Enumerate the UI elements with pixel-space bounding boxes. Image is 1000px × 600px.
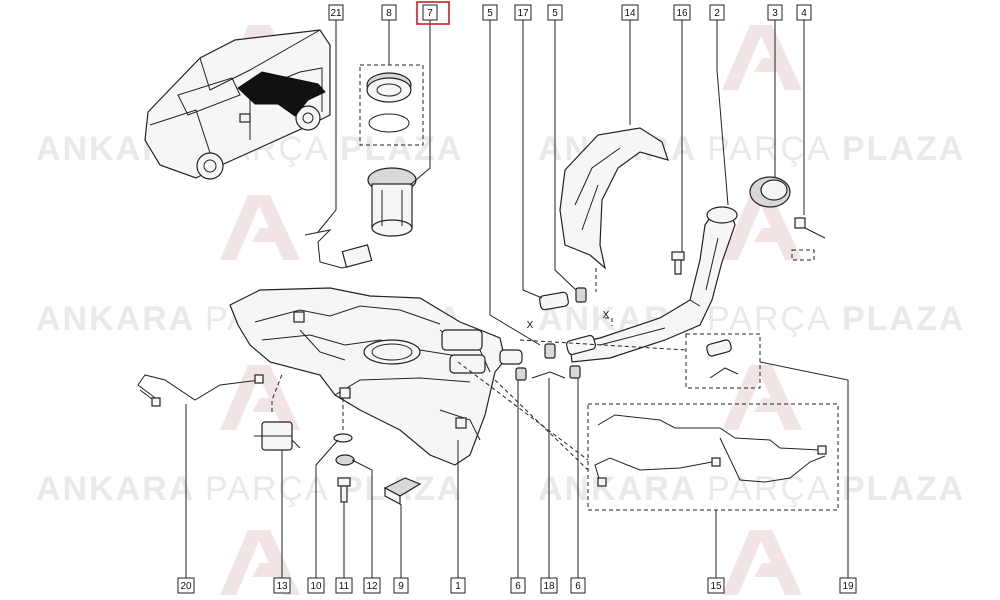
callout-13[interactable]: 13 bbox=[273, 577, 291, 594]
fuel-pump-group bbox=[359, 64, 424, 237]
callout-2[interactable]: 2 bbox=[709, 4, 725, 21]
van-illustration bbox=[144, 29, 331, 180]
callout-label: 16 bbox=[676, 8, 688, 19]
rubber-pad bbox=[383, 477, 422, 505]
x-mark: X bbox=[527, 320, 534, 331]
watermark-word-3: PLAZA bbox=[842, 300, 965, 338]
callout-label: 2 bbox=[714, 8, 720, 19]
watermark-word-1: ANKARA bbox=[538, 470, 697, 508]
callout-20[interactable]: 20 bbox=[177, 577, 195, 594]
callout-label: 18 bbox=[543, 581, 555, 592]
watermark-word-3: PLAZA bbox=[340, 130, 463, 168]
hose-clamp-group bbox=[499, 287, 597, 381]
vent-hose-box bbox=[685, 333, 761, 389]
pump-gasket bbox=[368, 113, 410, 133]
callout-label: 10 bbox=[310, 581, 322, 592]
fastener-group bbox=[333, 433, 355, 503]
callout-21[interactable]: 21 bbox=[328, 4, 344, 21]
filler-neck bbox=[569, 206, 738, 363]
watermark-word-2: PARÇA bbox=[707, 130, 832, 168]
callout-6[interactable]: 6 bbox=[570, 577, 586, 594]
watermark-word-3: PLAZA bbox=[842, 130, 965, 168]
callout-label: 13 bbox=[276, 581, 288, 592]
callout-4[interactable]: 4 bbox=[796, 4, 812, 21]
callout-label: 6 bbox=[575, 581, 581, 592]
callout-label: 21 bbox=[330, 8, 342, 19]
x-mark: X bbox=[603, 310, 610, 321]
bolt bbox=[671, 251, 685, 275]
callout-17[interactable]: 17 bbox=[514, 4, 532, 21]
callout-label: 12 bbox=[366, 581, 378, 592]
callout-label: 1 bbox=[455, 581, 461, 592]
callout-label: 4 bbox=[801, 8, 807, 19]
filler-cap bbox=[749, 176, 791, 208]
callout-label: 15 bbox=[710, 581, 722, 592]
callout-label: 19 bbox=[842, 581, 854, 592]
left-fuel-pipe bbox=[137, 374, 264, 407]
watermark-word-3: PLAZA bbox=[842, 470, 965, 508]
callout-label: 17 bbox=[517, 8, 529, 19]
callout-10[interactable]: 10 bbox=[307, 577, 325, 594]
watermark-layer: ANKARA PARÇA PLAZA ANKARA PARÇA PLAZA AN… bbox=[36, 25, 965, 595]
callout-18[interactable]: 18 bbox=[540, 577, 558, 594]
callout-16[interactable]: 16 bbox=[673, 4, 691, 21]
callout-7-highlighted[interactable]: 7 bbox=[416, 1, 450, 25]
callout-9[interactable]: 9 bbox=[393, 577, 409, 594]
callout-label: 11 bbox=[339, 581, 350, 592]
fuel-lines-box bbox=[587, 403, 839, 511]
fuel-filter bbox=[254, 421, 301, 451]
filler-screw bbox=[791, 217, 826, 261]
callout-14[interactable]: 14 bbox=[621, 4, 639, 21]
callout-12[interactable]: 12 bbox=[363, 577, 381, 594]
callout-6[interactable]: 6 bbox=[510, 577, 526, 594]
callout-label: 5 bbox=[487, 8, 493, 19]
callout-label: 8 bbox=[386, 8, 392, 19]
callout-8[interactable]: 8 bbox=[381, 4, 397, 21]
callout-label: 20 bbox=[180, 581, 192, 592]
fuel-tank bbox=[229, 287, 506, 466]
sender-wire bbox=[304, 229, 373, 269]
watermark-word-2: PARÇA bbox=[205, 470, 330, 508]
callout-15[interactable]: 15 bbox=[707, 577, 725, 594]
callout-label: 9 bbox=[398, 581, 404, 592]
callout-5[interactable]: 5 bbox=[547, 4, 563, 21]
highlight-frame bbox=[416, 1, 450, 25]
pump-seal-box bbox=[359, 64, 424, 146]
callout-label: 7 bbox=[427, 8, 433, 19]
watermark-word-2: PARÇA bbox=[707, 300, 832, 338]
callout-label: 14 bbox=[624, 8, 636, 19]
heat-shield bbox=[559, 127, 669, 270]
callout-3[interactable]: 3 bbox=[767, 4, 783, 21]
callout-label: 5 bbox=[552, 8, 558, 19]
leader-lines bbox=[185, 20, 849, 578]
callout-1[interactable]: 1 bbox=[450, 577, 466, 594]
callout-label: 3 bbox=[772, 8, 778, 19]
callout-5[interactable]: 5 bbox=[482, 4, 498, 21]
watermark-word-1: ANKARA bbox=[36, 300, 195, 338]
watermark-word-2: PARÇA bbox=[707, 470, 832, 508]
callout-label: 6 bbox=[515, 581, 521, 592]
watermark-word-1: ANKARA bbox=[36, 470, 195, 508]
callout-11[interactable]: 11 bbox=[335, 577, 353, 594]
callout-19[interactable]: 19 bbox=[839, 577, 857, 594]
